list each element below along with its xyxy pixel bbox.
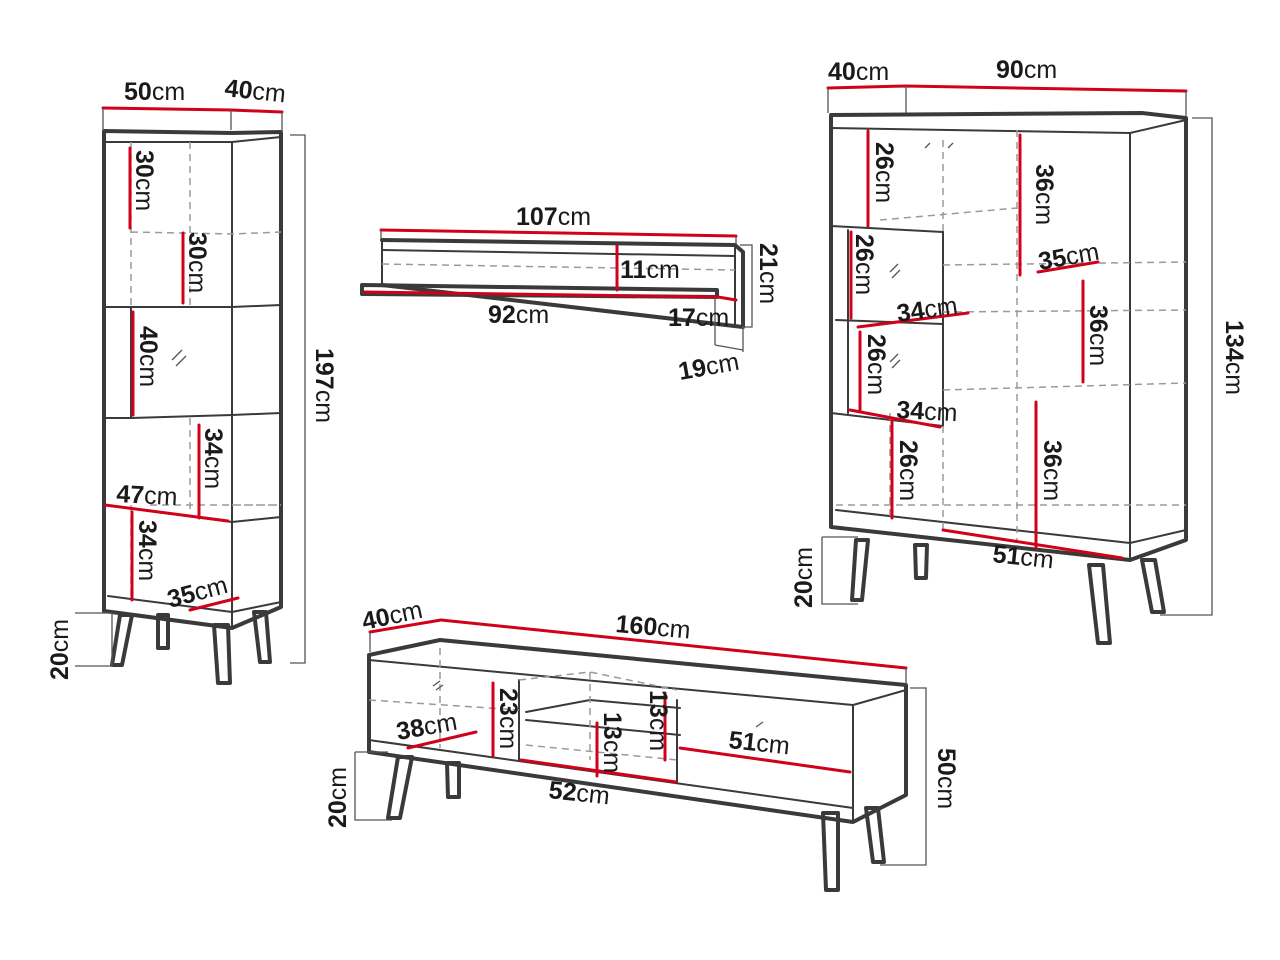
cab-leg [1087,563,1112,645]
tall-body-outline [102,129,283,630]
tv-shelf-h2-label: 13cm [644,690,672,751]
cab-body-outline [829,111,1188,562]
cab-l2-label: 26cm [850,234,878,295]
tv-shelf-h1-label: 13cm [598,712,626,773]
tv-legs-label: 20cm [324,767,352,828]
tall-leg [252,610,272,664]
tall-sec4-label: 34cm [199,428,227,489]
tv-shelf-depth-label: 38cm [394,708,459,746]
tall-depth-label: 40cm [223,74,287,108]
cab-l1-label: 26cm [870,142,898,203]
highboard-cabinet: 40cm 90cm 134cm 26cm 36cm 26cm 35cm 36cm… [790,56,1248,645]
tall-shelf-width-label: 47cm [116,480,179,511]
tall-leg [110,613,134,667]
cab-leg [850,538,870,602]
cab-r2-label: 36cm [1084,305,1112,366]
tv-comp-height-label: 23cm [494,688,522,749]
cab-leg [1140,558,1166,614]
cab-height-label: 134cm [1220,320,1248,395]
cab-shelf-w2-label: 34cm [896,396,959,427]
tall-legs-label: 20cm [46,619,74,680]
cab-leg [913,543,929,580]
cab-l4-label: 26cm [894,440,922,501]
cab-l3-label: 26cm [862,334,890,395]
tv-stand: 40cm 160cm 50cm 38cm 23cm 13cm 13cm 52cm… [324,596,960,892]
shelf-length-label: 92cm [488,301,549,329]
cab-legs-label: 20cm [790,547,818,608]
cab-r3-label: 36cm [1038,440,1066,501]
cab-width-label: 90cm [996,56,1057,84]
shelf-inner-label: 11cm [620,256,680,284]
cab-inner-width-label: 51cm [991,540,1055,574]
cab-shelf-w1-label: 34cm [895,292,959,328]
tv-leg [821,811,840,892]
tv-comp-w2-label: 51cm [727,726,791,760]
shelf-width-label: 107cm [516,203,591,231]
tv-width-label: 160cm [614,610,691,644]
tall-sec2-label: 30cm [183,232,211,293]
shelf-height-label: 21cm [754,243,782,304]
tall-leg [156,613,170,650]
wall-shelf: 107cm 11cm 21cm 92cm 17cm 19cm [360,203,782,386]
cab-shelf-depth-label: 35cm [1036,238,1101,276]
tall-width-label: 50cm [124,78,185,106]
tall-sec3-label: 40cm [134,326,162,387]
tall-sec5-label: 34cm [133,520,161,581]
tv-leg [386,755,414,820]
shelf-depth1-label: 17cm [668,304,729,332]
shelf-body-outline [380,238,745,329]
tv-leg [864,806,886,864]
tall-leg [212,623,232,685]
shelf-depth2-label: 19cm [676,348,741,386]
tall-bookcase: 50cm 40cm 197cm 30cm 30cm 40cm 34cm 47cm… [46,74,338,685]
tv-leg [445,761,461,799]
tv-depth-label: 40cm [359,596,425,636]
tv-height-label: 50cm [932,748,960,809]
cab-depth-label: 40cm [828,58,889,86]
tall-height-label: 197cm [310,348,338,423]
tv-comp-w1-label: 52cm [547,776,611,810]
tall-sec1-label: 30cm [130,150,158,211]
cab-r1-label: 36cm [1030,164,1058,225]
